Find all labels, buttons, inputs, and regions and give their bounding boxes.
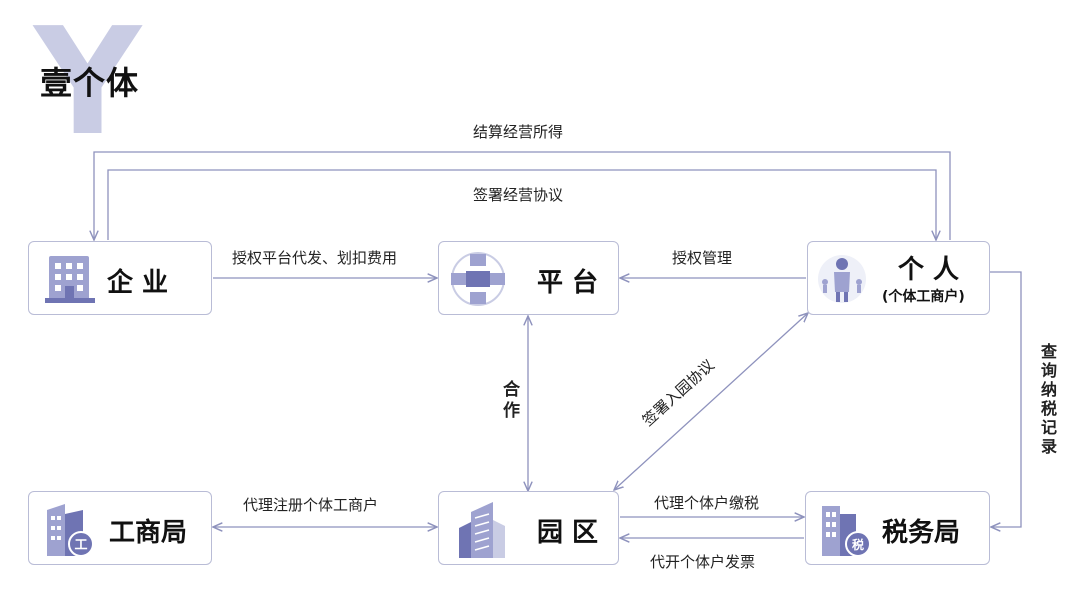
edge-sign-business-agreement-line xyxy=(107,169,936,240)
node-park-label: 园 区 xyxy=(537,518,599,548)
tax-office-icon: 税 xyxy=(822,506,871,557)
edge-label-settle-income: 结算经营所得 xyxy=(473,123,564,141)
node-tax: 税 税务局 xyxy=(805,491,990,565)
edge-label-pay-tax: 代理个体户缴税 xyxy=(654,494,760,512)
edge-settle-income-line xyxy=(94,151,951,240)
node-platform: 平 台 xyxy=(438,241,619,315)
node-individual-sublabel: (个体工商户) xyxy=(882,289,965,305)
node-park: 园 区 xyxy=(438,491,619,565)
edge-label-cooperation: 合作 xyxy=(499,380,519,422)
edge-query-tax-records-line xyxy=(990,271,1022,527)
office-building-icon xyxy=(45,256,95,303)
edge-sign-park-agreement-line xyxy=(614,313,808,490)
node-enterprise-label: 企 业 xyxy=(107,268,169,298)
node-enterprise: 企 业 xyxy=(28,241,212,315)
node-individual: 个 人 (个体工商户) xyxy=(807,241,990,315)
edge-label-authorize-payment: 授权平台代发、划扣费用 xyxy=(232,249,398,267)
page-title: 壹个体 xyxy=(40,64,140,102)
person-icon xyxy=(818,255,866,303)
government-building-icon: 工 xyxy=(47,504,94,557)
svg-text:工: 工 xyxy=(74,538,87,553)
node-tax-label: 税务局 xyxy=(882,518,961,548)
edge-label-issue-invoice: 代开个体户发票 xyxy=(650,553,756,571)
edge-label-authorize-management: 授权管理 xyxy=(672,249,733,267)
svg-text:税: 税 xyxy=(852,537,864,552)
edge-label-query-tax-records: 查询纳税记录 xyxy=(1038,343,1057,457)
node-aic-label: 工商局 xyxy=(109,518,188,548)
node-aic: 工 工商局 xyxy=(28,491,212,565)
network-hub-icon xyxy=(451,252,505,306)
edge-label-sign-business-agreement: 签署经营协议 xyxy=(473,186,564,204)
node-platform-label: 平 台 xyxy=(537,268,599,298)
edge-label-register-business: 代理注册个体工商户 xyxy=(243,496,379,514)
node-individual-label: 个 人 xyxy=(898,255,960,285)
skyscraper-icon xyxy=(459,502,505,558)
logo-letter-y: Y xyxy=(34,0,142,168)
